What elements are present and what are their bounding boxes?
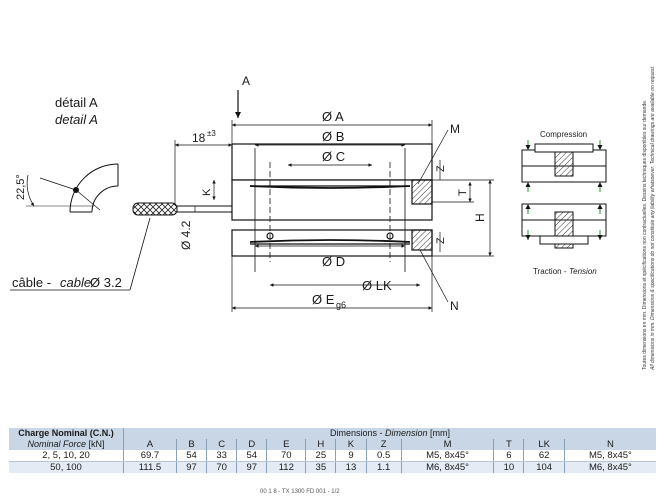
cable-label-group: câble - cable Ø 3.2 <box>10 217 151 291</box>
cable-label: câble - <box>12 275 51 290</box>
dim-z-bottom: Z <box>435 237 447 244</box>
cable <box>132 202 233 216</box>
table-cell: 9 <box>335 450 367 462</box>
dim-h: H <box>473 213 487 222</box>
table-cell: 25 <box>305 450 336 462</box>
cable-label-en: cable <box>60 275 91 290</box>
col-h: H <box>305 439 336 450</box>
side-note-fr: Toutes dimensions en mm. Dimensions et s… <box>642 99 648 370</box>
table-cell: M5, 8x45° <box>563 450 656 462</box>
table-cell: 1.1 <box>365 461 402 473</box>
table-cell: 6 <box>493 450 524 462</box>
table-cell: 35 <box>305 461 336 473</box>
row-force: 50, 100 <box>9 461 124 473</box>
traction-label: Traction - <box>533 267 567 276</box>
table-header-row-1: Charge Nominal (C.N.) Dimensions - Dimen… <box>9 428 656 439</box>
table-header-row-2: Nominal Force [kN] A B C D E H K Z M T L… <box>9 439 656 450</box>
table-cell: 70 <box>206 461 237 473</box>
col-a: A <box>123 439 177 450</box>
col-n: N <box>563 439 656 450</box>
force-header: Charge Nominal (C.N.) <box>9 428 124 439</box>
col-lk: LK <box>523 439 565 450</box>
dim-d: Ø D <box>322 254 345 269</box>
table-cell: M5, 8x45° <box>400 450 494 462</box>
dim-t: T <box>457 189 469 196</box>
table-cell: 0.5 <box>365 450 402 462</box>
detail-sketch <box>26 163 119 213</box>
col-t: T <box>493 439 524 450</box>
table-cell: 13 <box>335 461 367 473</box>
row-force: 2, 5, 10, 20 <box>9 450 124 462</box>
dim-b: Ø B <box>322 129 344 144</box>
detail-title: détail A <box>55 95 98 110</box>
table-cell: 104 <box>523 461 565 473</box>
table-cell: 97 <box>236 461 267 473</box>
dims-header: Dimensions - Dimension [mm] <box>123 428 656 439</box>
label-n: N <box>450 299 459 313</box>
label-m: M <box>450 122 460 136</box>
table-cell: 97 <box>175 461 207 473</box>
col-c: C <box>206 439 237 450</box>
side-note-en: All dimensions in mm. Dimensions & speci… <box>650 65 656 370</box>
angle-label: 22,5° <box>15 174 27 200</box>
tension-label: Tension <box>569 267 597 276</box>
dim-4-2: Ø 4.2 <box>179 220 193 250</box>
dim-18-tol: ±3 <box>207 129 216 138</box>
force-header-unit: [kN] <box>88 439 105 449</box>
dimension-lines <box>174 120 494 312</box>
table-cell: 62 <box>523 450 565 462</box>
tension-diagram <box>521 203 607 249</box>
compression-diagram <box>521 140 607 192</box>
force-header-en: Nominal Force [kN] <box>9 439 124 450</box>
side-note: Toutes dimensions en mm. Dimensions et s… <box>640 60 664 370</box>
table-cell: 70 <box>266 450 306 462</box>
footer-reference: 00 1 8 - TX 1300 FD 001 - 1/2 <box>260 489 340 495</box>
cable-diameter: Ø 3.2 <box>90 275 122 290</box>
dims-header-unit: [mm] <box>430 428 451 438</box>
load-cell-body <box>231 143 433 272</box>
col-e: E <box>266 439 306 450</box>
dims-header-fr: Dimensions - <box>329 428 383 438</box>
table-cell: 33 <box>206 450 237 462</box>
dim-18: 18 <box>192 131 206 145</box>
dimensions-table: Charge Nominal (C.N.) Dimensions - Dimen… <box>9 428 656 473</box>
table-row: 50, 100 111.5 97 70 97 112 35 13 1.1 M6,… <box>9 461 656 473</box>
dim-a: Ø A <box>322 109 344 124</box>
section-marker: A <box>242 74 250 88</box>
table-cell: 10 <box>493 461 524 473</box>
col-b: B <box>175 439 207 450</box>
table-cell: 112 <box>266 461 306 473</box>
table-cell: 54 <box>175 450 207 462</box>
table-row: 2, 5, 10, 20 69.7 54 33 54 70 25 9 0.5 M… <box>9 450 656 462</box>
dim-e-sub: g6 <box>336 300 346 310</box>
table-cell: 54 <box>236 450 267 462</box>
col-z: Z <box>365 439 402 450</box>
force-header-en-text: Nominal Force <box>27 439 86 449</box>
table-cell: 111.5 <box>123 461 177 473</box>
col-d: D <box>236 439 267 450</box>
dim-e: Ø E <box>312 292 335 307</box>
dim-c: Ø C <box>322 149 345 164</box>
table-cell: 69.7 <box>123 450 177 462</box>
dims-header-en: Dimension <box>384 428 428 438</box>
compression-label: Compression <box>540 130 587 139</box>
technical-drawing: détail A detail A 22,5° câble - cable Ø … <box>10 74 607 313</box>
table-cell: M6, 8x45° <box>400 461 494 473</box>
col-k: K <box>335 439 367 450</box>
table-cell: M6, 8x45° <box>563 461 656 473</box>
dim-lk: Ø LK <box>362 278 392 293</box>
col-m: M <box>400 439 494 450</box>
dim-z-top: Z <box>435 165 447 172</box>
dim-k: K <box>201 188 213 196</box>
detail-title-en: detail A <box>55 112 98 127</box>
section-arrow: A <box>235 74 250 118</box>
